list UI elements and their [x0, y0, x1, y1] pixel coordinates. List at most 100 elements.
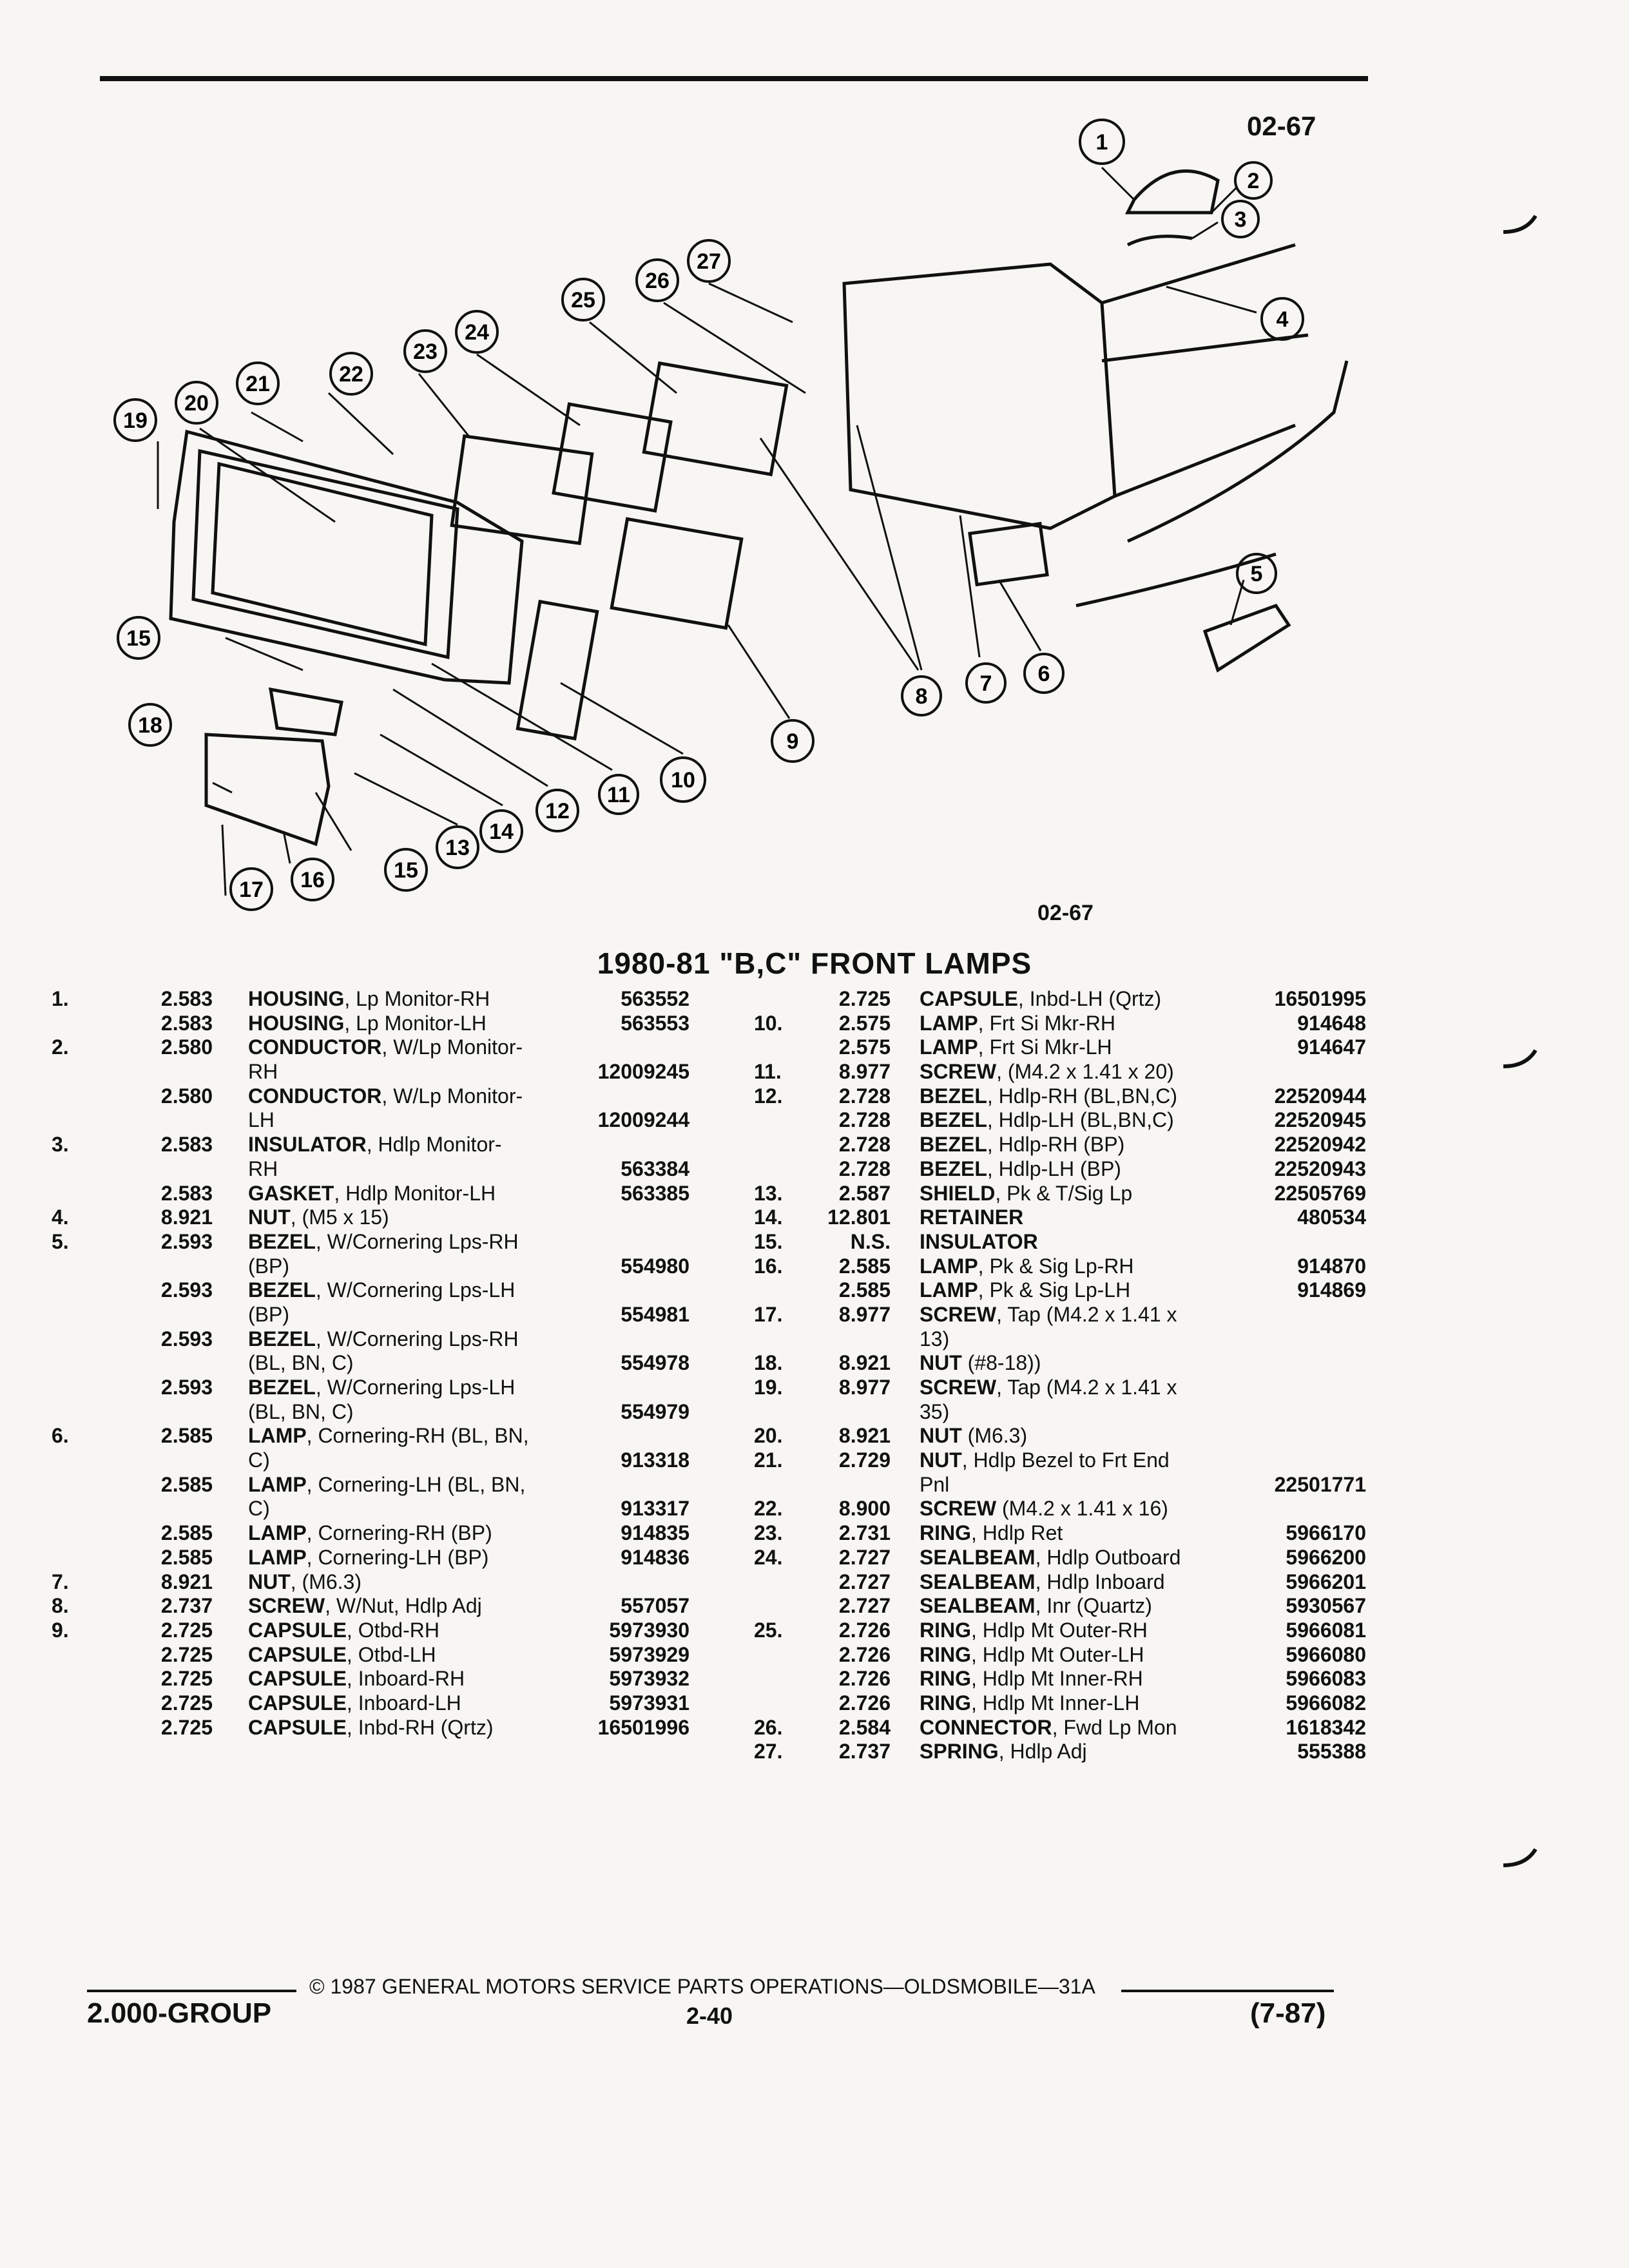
part-name: NUT — [920, 1424, 962, 1448]
part-number: 914835 — [618, 1521, 689, 1546]
part-description: C) — [248, 1497, 270, 1521]
part-number: 5966082 — [1283, 1691, 1366, 1716]
part-description: 13) — [920, 1327, 949, 1352]
callout-11: 11 — [598, 774, 639, 815]
part-number: 554980 — [618, 1254, 689, 1279]
part-description: (BL, BN, C) — [248, 1400, 354, 1425]
part-qualifier: , Hdlp Outboard — [1035, 1545, 1181, 1569]
part-description: NUT, (M5 x 15) — [248, 1206, 389, 1230]
group-number: 8.977 — [838, 1376, 891, 1399]
part-name: BEZEL — [248, 1229, 316, 1253]
group-number: 2.737 — [838, 1740, 891, 1763]
part-name: GASKET — [248, 1181, 334, 1205]
part-description: NUT (#8-18)) — [920, 1351, 1041, 1376]
callout-18: 18 — [128, 703, 172, 747]
group-number: 2.593 — [160, 1327, 213, 1350]
item-number: 24. — [754, 1545, 783, 1569]
part-name: SCREW — [920, 1060, 997, 1084]
svg-text:16: 16 — [300, 868, 325, 892]
part-name: RETAINER — [920, 1206, 1024, 1229]
part-name: LAMP — [248, 1424, 307, 1448]
item-number: 6. — [52, 1424, 69, 1448]
group-number: 8.921 — [160, 1206, 213, 1229]
part-number: 557057 — [618, 1594, 689, 1619]
part-description: INSULATOR — [920, 1230, 1038, 1254]
group-number: 2.575 — [838, 1035, 891, 1059]
part-qualifier: , Inboard-RH — [346, 1667, 465, 1691]
part-qualifier: LH — [248, 1108, 275, 1132]
part-name: LAMP — [920, 1011, 978, 1035]
callout-15b: 15 — [384, 848, 428, 892]
group-number: 2.731 — [838, 1521, 891, 1545]
parts-row: 15.N.S.INSULATOR — [728, 1230, 1379, 1254]
part-qualifier: , Inboard-LH — [346, 1691, 461, 1715]
part-qualifier: Pnl — [920, 1472, 950, 1496]
part-qualifier: , Hdlp-LH (BP) — [987, 1157, 1121, 1180]
part-qualifier: , Cornering-LH (BP) — [306, 1545, 489, 1569]
part-qualifier: , Hdlp Monitor- — [366, 1133, 502, 1157]
part-name: CAPSULE — [248, 1715, 347, 1739]
part-qualifier: , W/Cornering Lps-RH — [315, 1229, 519, 1253]
part-name: SEALBEAM — [920, 1570, 1036, 1593]
part-number: 554979 — [618, 1399, 689, 1425]
item-number: 5. — [52, 1229, 69, 1253]
part-description: SEALBEAM, Hdlp Inboard — [920, 1570, 1165, 1595]
group-number: 2.727 — [838, 1594, 891, 1618]
svg-text:10: 10 — [671, 768, 695, 793]
part-description: RING, Hdlp Ret — [920, 1521, 1063, 1546]
part-name: NUT — [920, 1448, 962, 1472]
part-description: SPRING, Hdlp Adj — [920, 1740, 1087, 1764]
part-name: LAMP — [920, 1035, 978, 1059]
part-qualifier: , Frt Si Mkr-RH — [978, 1011, 1115, 1035]
group-number: 2.583 — [160, 987, 213, 1010]
part-qualifier: , Lp Monitor-LH — [344, 1011, 487, 1035]
part-description: BEZEL, Hdlp-RH (BP) — [920, 1133, 1124, 1157]
item-number: 15. — [754, 1229, 783, 1253]
part-name: LAMP — [248, 1472, 307, 1496]
group-number: 2.575 — [838, 1011, 891, 1035]
part-qualifier: , W/Lp Monitor- — [381, 1035, 523, 1059]
callout-16: 16 — [291, 858, 334, 901]
callout-8: 8 — [901, 675, 942, 716]
top-rule — [100, 76, 1368, 81]
callout-9: 9 — [771, 719, 815, 763]
item-number: 4. — [52, 1206, 69, 1229]
part-number: 554978 — [618, 1351, 689, 1376]
part-qualifier: RH — [248, 1060, 278, 1084]
part-qualifier: , Hdlp Ret — [971, 1521, 1063, 1545]
part-description: SEALBEAM, Inr (Quartz) — [920, 1594, 1152, 1619]
part-description: BEZEL, Hdlp-LH (BL,BN,C) — [920, 1108, 1174, 1133]
group-number: 8.921 — [838, 1351, 891, 1375]
part-qualifier: , Hdlp Bezel to Frt End — [961, 1448, 1170, 1472]
part-number: 914648 — [1295, 1011, 1366, 1036]
part-number: 22520944 — [1271, 1084, 1366, 1109]
part-qualifier: , W/Cornering Lps-RH — [315, 1327, 519, 1350]
callout-5: 5 — [1236, 553, 1277, 594]
parts-row: 13) — [728, 1327, 1379, 1352]
part-description: CAPSULE, Inbd-LH (Qrtz) — [920, 987, 1161, 1012]
item-number: 22. — [754, 1497, 783, 1521]
part-name: SCREW — [248, 1594, 325, 1618]
part-number: 5966083 — [1283, 1667, 1366, 1691]
part-number: 555388 — [1295, 1740, 1366, 1765]
callout-10: 10 — [660, 756, 706, 803]
svg-text:27: 27 — [697, 249, 721, 274]
part-qualifier: , W/Nut, Hdlp Adj — [325, 1594, 482, 1618]
group-number: 8.900 — [838, 1497, 891, 1521]
item-number: 14. — [754, 1206, 783, 1229]
part-qualifier: , Frt Si Mkr-LH — [978, 1035, 1112, 1059]
group-number: 2.728 — [838, 1157, 891, 1180]
group-number: 2.737 — [160, 1594, 213, 1618]
